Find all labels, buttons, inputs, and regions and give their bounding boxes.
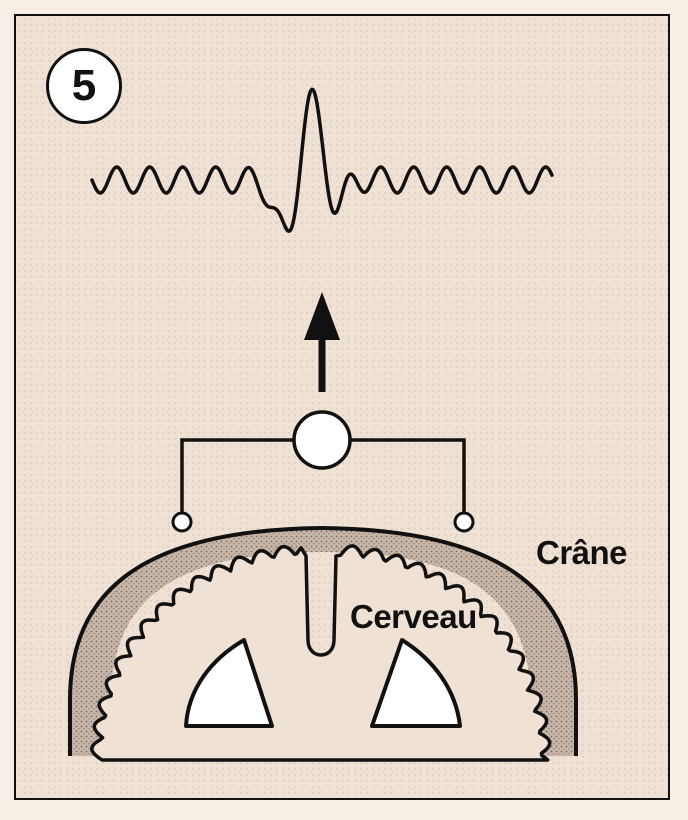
electrode-right [453,511,475,533]
brain-label: Cerveau [350,598,477,635]
up-arrow-icon [304,292,340,392]
right-ventricle [370,638,462,728]
electrode-circuit [171,410,475,533]
step-number-badge: 5 [46,48,122,124]
amplifier-circle [292,410,352,470]
left-ventricle [184,638,274,728]
skull-label: Crâne [536,534,628,571]
electrode-left [171,511,193,533]
eeg-waveform [90,87,554,233]
